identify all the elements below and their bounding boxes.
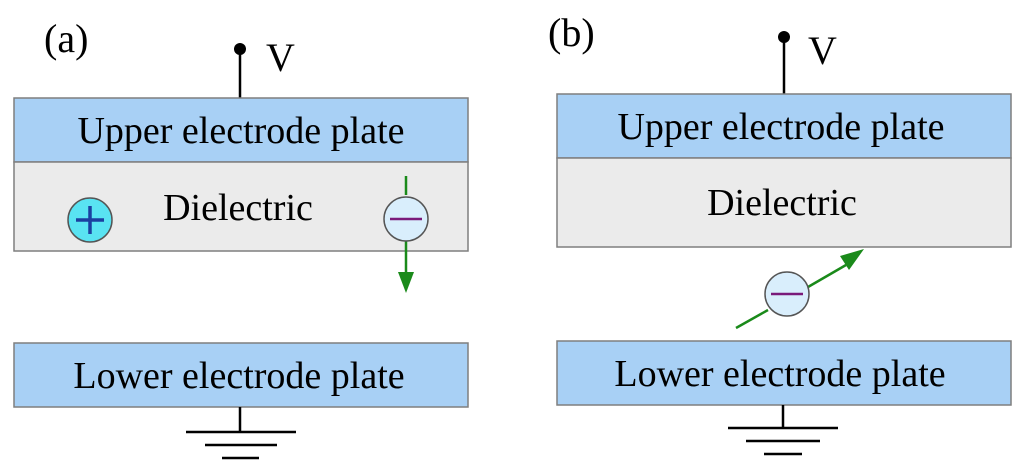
panel-a: (a) V Upper electrode plate Dielectric [13,16,469,460]
electron-icon [764,271,810,317]
panel-a-dielectric-label: Dielectric [163,187,313,229]
panel-b-voltage-label: V [808,28,837,73]
panel-a-electron-arrow [398,176,414,293]
panel-a-lower-plate-label: Lower electrode plate [73,355,404,397]
panel-b-voltage-terminal [778,31,790,94]
panel-b-upper-plate: Upper electrode plate [556,93,1012,159]
panel-b-label: (b) [548,10,595,55]
panel-a-label: (a) [44,16,88,61]
panel-a-voltage-terminal [234,43,246,98]
ground-icon [728,405,838,456]
panel-b-upper-plate-label: Upper electrode plate [617,106,944,148]
panel-b-dielectric-label: Dielectric [707,182,857,224]
panel-b-lower-plate: Lower electrode plate [556,340,1012,406]
panel-b-lower-plate-label: Lower electrode plate [614,353,945,395]
panel-a-upper-plate-label: Upper electrode plate [77,110,404,152]
panel-b-electron-arrow [735,249,864,330]
positive-ion-icon [67,197,113,243]
electron-icon [383,196,429,242]
panel-b: (b) V Upper electrode plate Dielectric [548,10,1012,456]
panel-a-lower-plate: Lower electrode plate [13,342,469,408]
panel-a-voltage-label: V [266,35,295,80]
panel-b-dielectric: Dielectric [556,157,1012,248]
ground-icon [186,407,296,460]
panel-a-upper-plate: Upper electrode plate [13,97,469,163]
